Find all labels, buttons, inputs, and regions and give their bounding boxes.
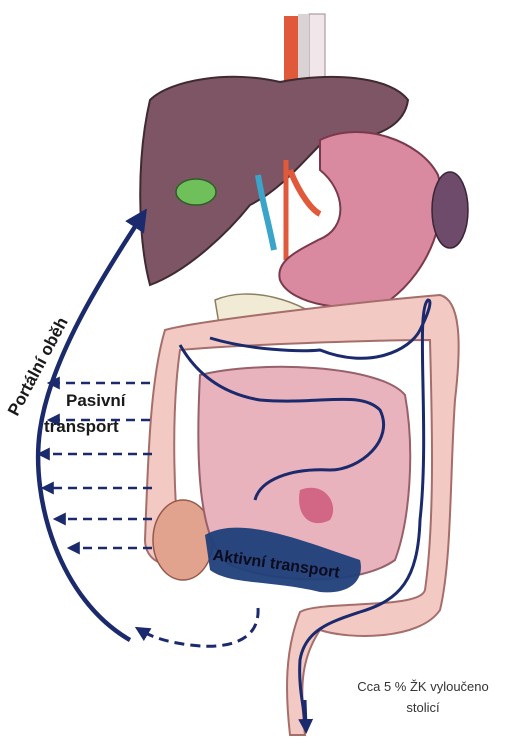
excreted-line2: stolicí: [338, 697, 508, 718]
passive-transport-line2: transport: [44, 414, 126, 440]
excreted-bile-acids-label: Cca 5 % ŽK vyloučeno stolicí: [338, 676, 508, 718]
spleen-illustration: [432, 172, 468, 248]
passive-transport-label: Pasivní transport: [44, 388, 126, 440]
bile-flow-arrow: [305, 700, 306, 728]
return-dashed-arrow: [140, 608, 258, 646]
gallbladder-illustration: [176, 179, 216, 205]
passive-transport-line1: Pasivní: [44, 388, 126, 414]
excreted-line1: Cca 5 % ŽK vyloučeno: [338, 676, 508, 697]
